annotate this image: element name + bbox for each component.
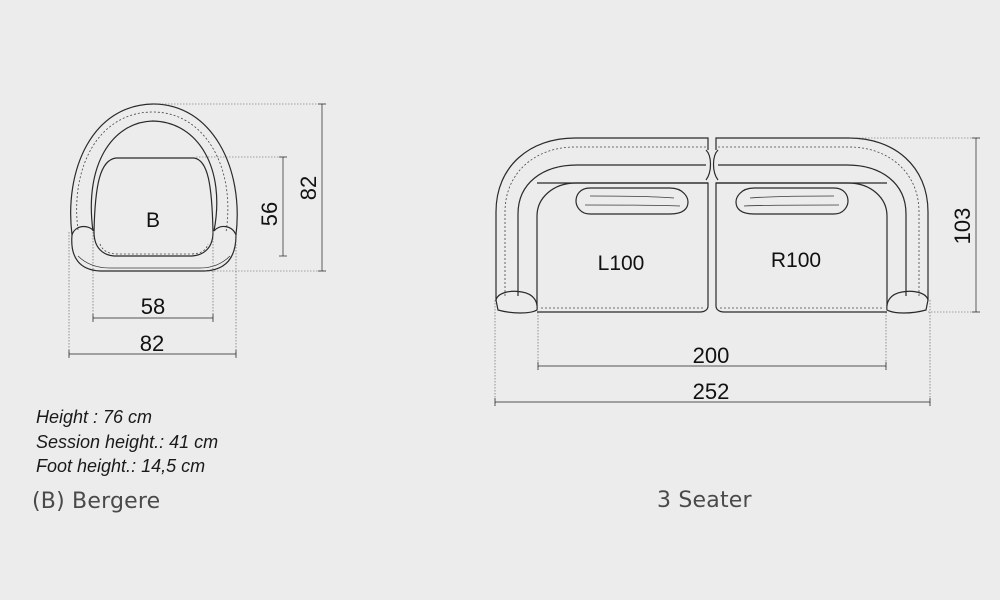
bergere-arm-inner [90,120,218,232]
seat-module-right [715,182,887,313]
seater-right-arm [715,137,929,300]
spec-list: Height : 76 cm Session height.: 41 cm Fo… [36,405,218,479]
bergere-depth-outer-label: 82 [296,176,321,200]
seater-depth-label: 103 [950,208,975,245]
cushion-right [735,187,849,215]
seater-left-arm [495,137,709,300]
bergere-caption: (B) Bergere [32,489,161,514]
seat-module-left-label: L100 [598,252,645,275]
cushion-left [575,187,689,215]
spec-height: Height : 76 cm [36,407,153,427]
seat-module-right-label: R100 [771,249,821,272]
spec-session-height: Session height.: 41 cm [36,431,219,452]
bergere-outer-outline [70,103,238,272]
seater-caption: 3 Seater [657,488,752,513]
bergere-plan [70,103,238,272]
seater-plan [495,137,929,314]
bergere-width-inner-label: 58 [141,294,165,319]
bergere-depth-inner-label: 56 [257,202,282,226]
spec-foot-height: Foot height.: 14,5 cm [36,456,206,476]
seater-width-inner-label: 200 [693,343,730,368]
seat-module-left [537,182,709,313]
bergere-width-outer-label: 82 [140,331,164,356]
bergere-seat-label: B [146,209,160,232]
bergere-seat-cushion [93,157,214,257]
seater-width-outer-label: 252 [693,379,730,404]
